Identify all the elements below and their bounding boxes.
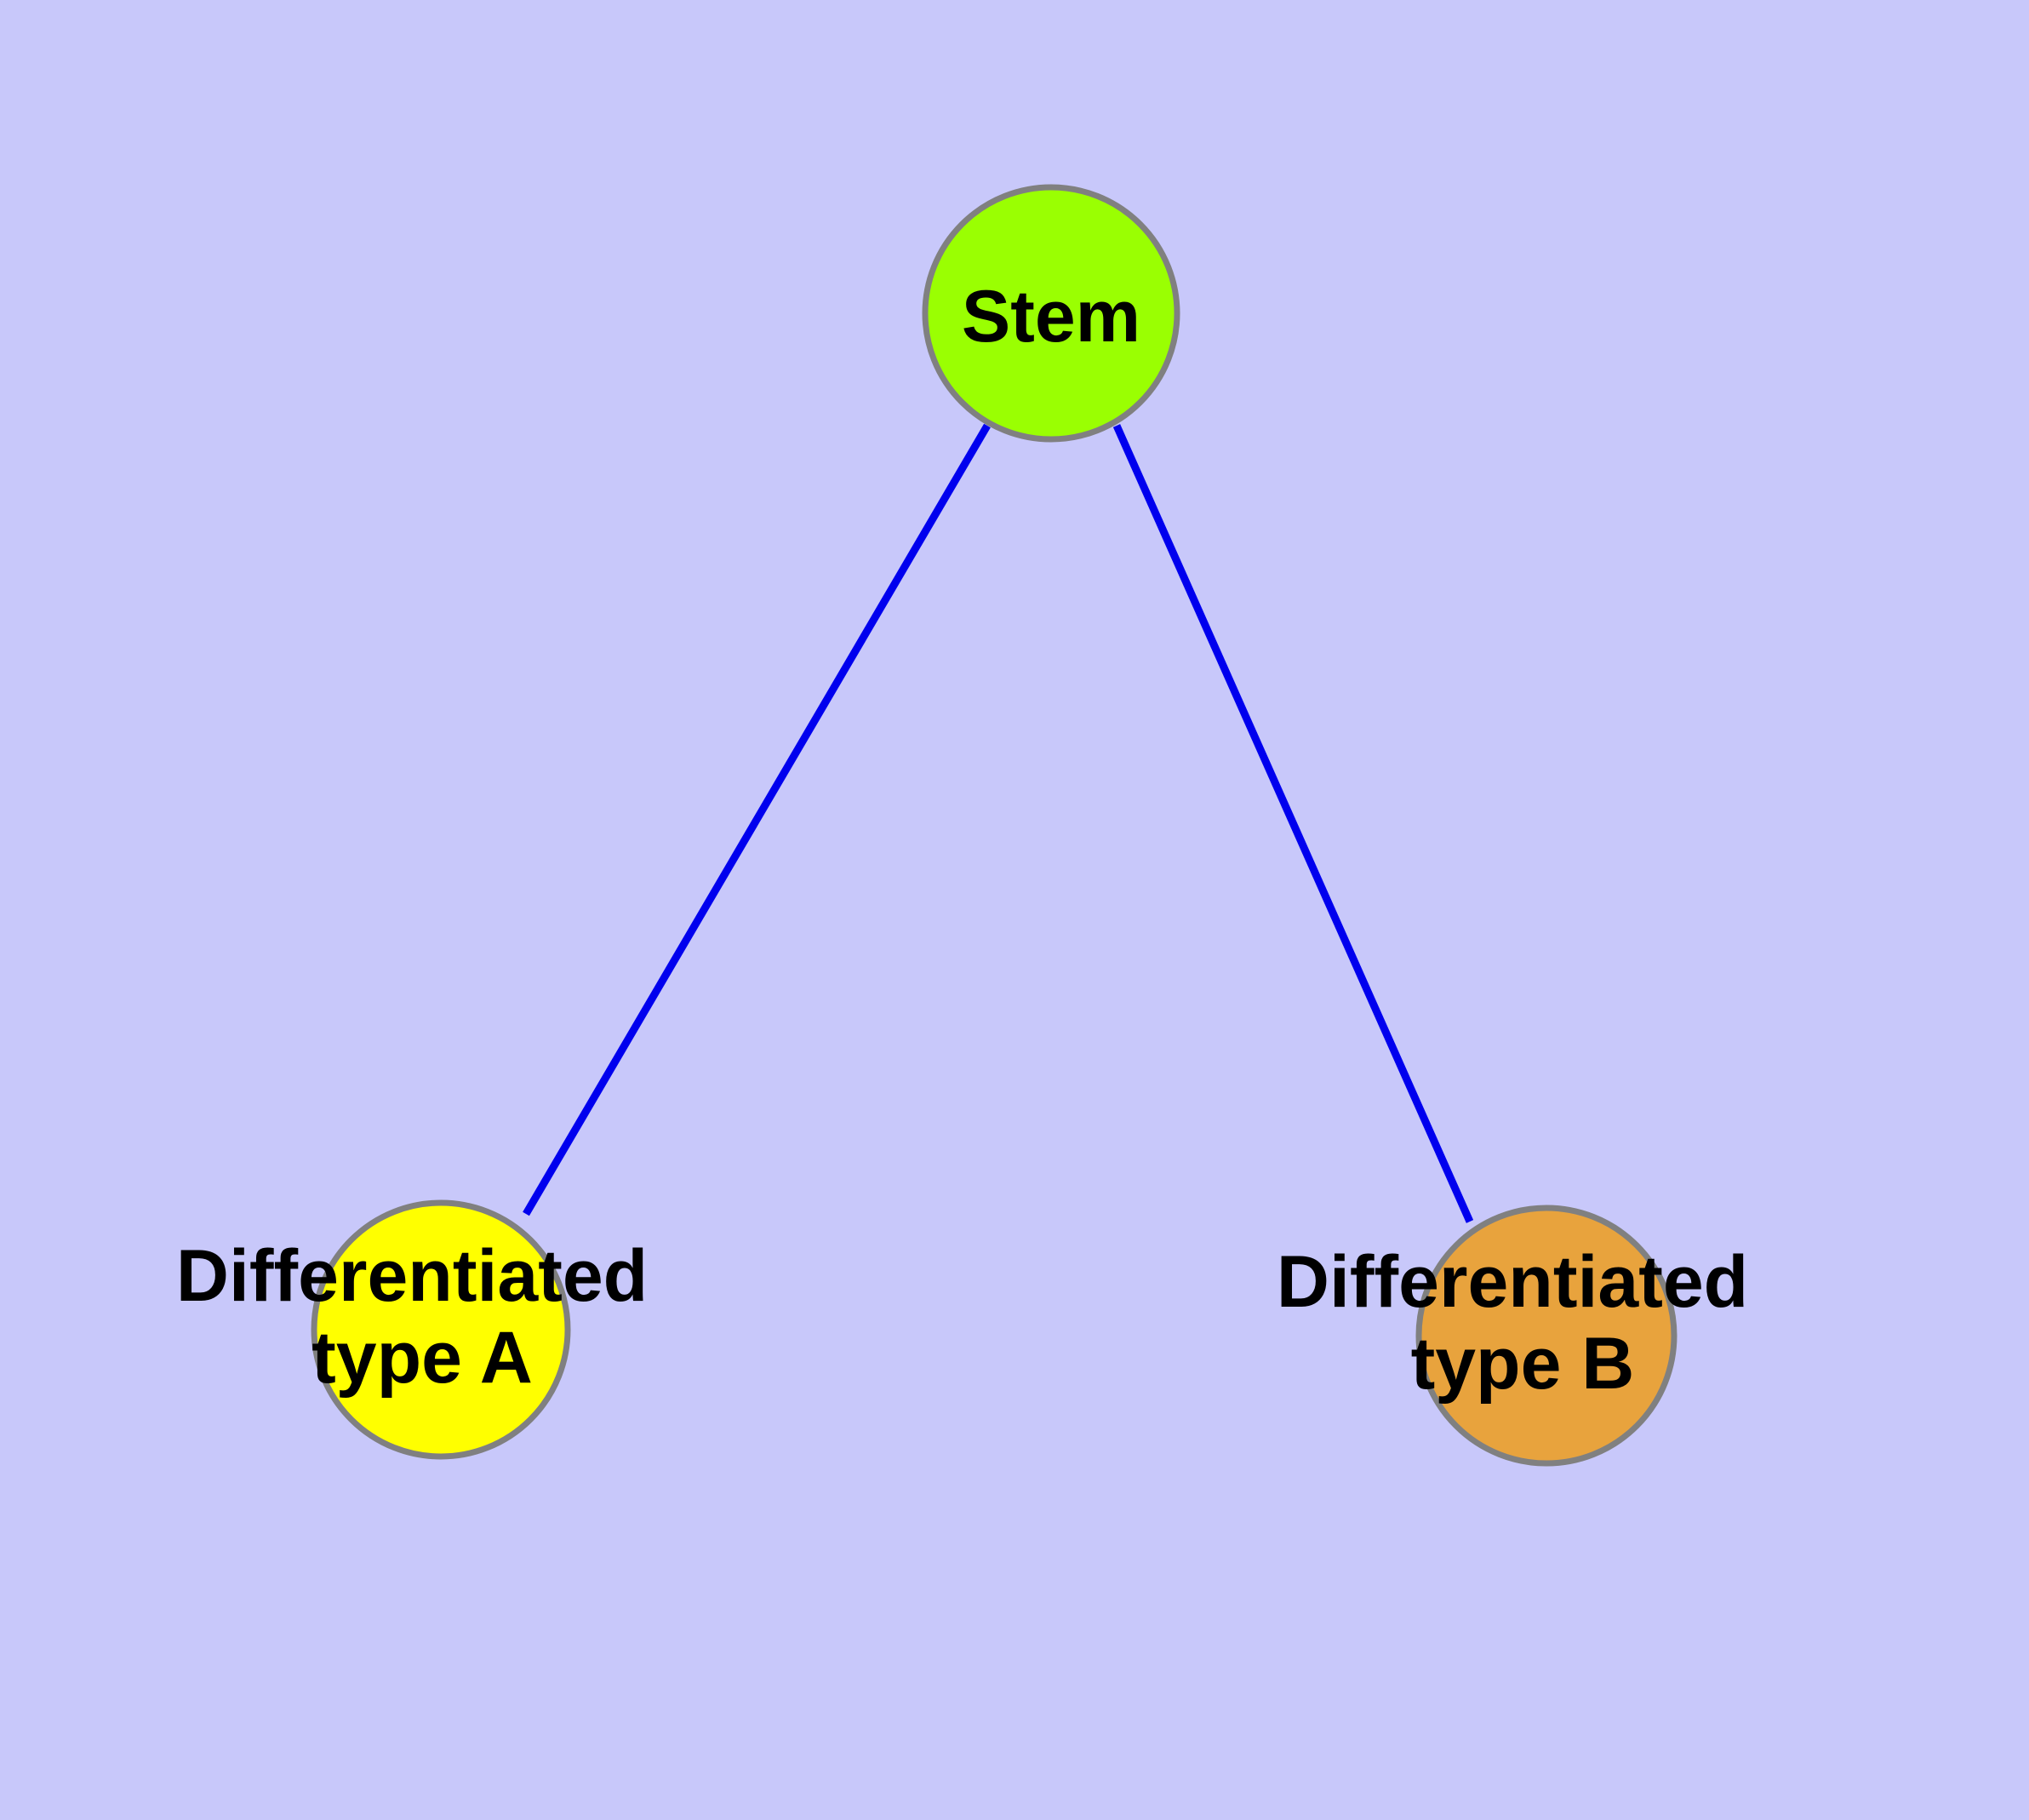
edge-stem-to-diff-a — [523, 423, 991, 1216]
node-diff-a-label-line-1: type A — [311, 1317, 533, 1399]
node-diff-b-label-line-1: type B — [1411, 1323, 1635, 1405]
node-stem-label-line-0: Stem — [962, 276, 1140, 358]
node-diff-b-label: Differentiated type B — [1277, 1241, 1769, 1405]
node-layer: Stem Differentiated type A Differentiate… — [176, 184, 1769, 1467]
edge-stem-to-diff-b — [1112, 424, 1474, 1223]
node-diff-b-label-line-0: Differentiated — [1277, 1241, 1748, 1323]
edge-layer — [523, 423, 1474, 1223]
node-diff-a[interactable]: Differentiated type A — [176, 1199, 668, 1460]
node-diff-b-circle[interactable] — [1415, 1205, 1677, 1467]
node-diff-a-circle[interactable] — [311, 1199, 571, 1460]
node-stem-circle[interactable] — [922, 184, 1180, 443]
node-stem-label: Stem — [962, 276, 1140, 358]
node-diff-b[interactable]: Differentiated type B — [1277, 1205, 1769, 1467]
node-stem[interactable]: Stem — [922, 184, 1180, 443]
node-diff-a-label: Differentiated type A — [176, 1235, 668, 1399]
node-diff-a-label-line-0: Differentiated — [176, 1235, 648, 1317]
